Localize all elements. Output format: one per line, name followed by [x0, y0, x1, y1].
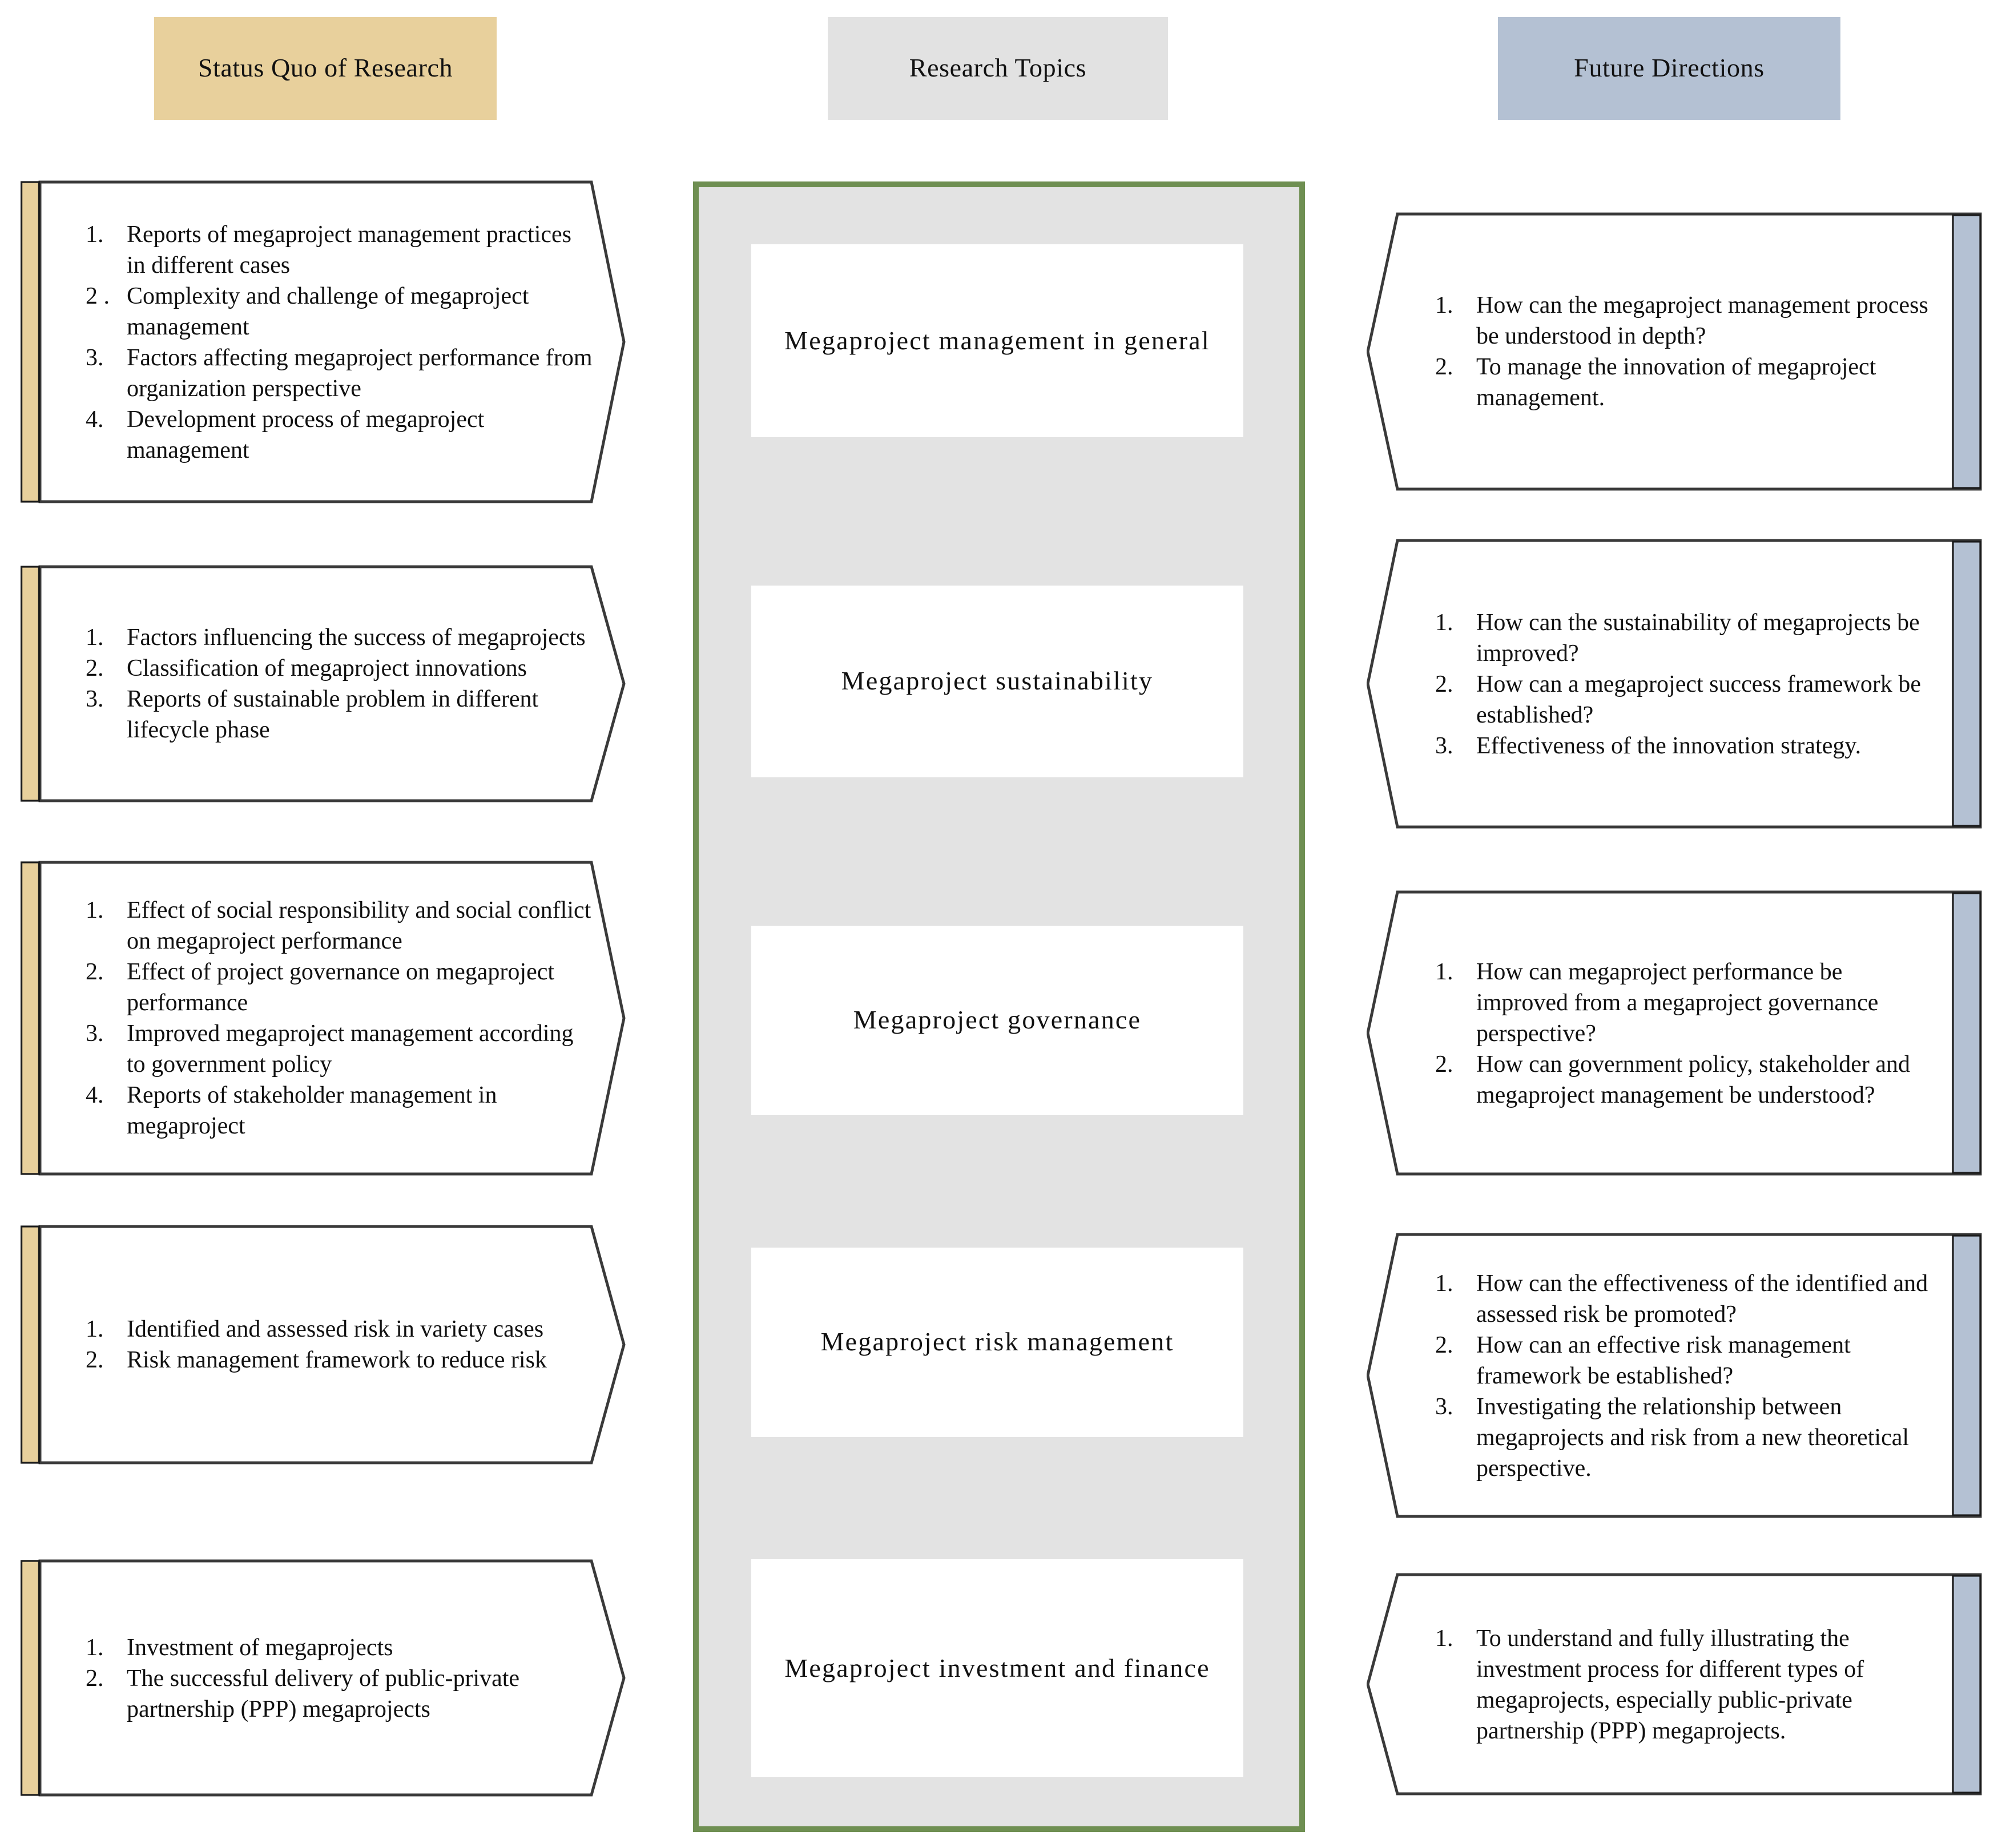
list-item-number: 3.	[86, 1019, 104, 1047]
list-item: 1.To understand and fully illustrating t…	[1435, 1624, 1864, 1744]
list-item: 3.Improved megaproject management accord…	[86, 1019, 574, 1078]
future-directions-arrow-box-3: 1.How can megaproject performance be imp…	[1367, 890, 1982, 1176]
list-item: 2.How can a megaproject success framewor…	[1435, 669, 1921, 728]
right-arrow-shape	[21, 861, 626, 1176]
list-item: 2.Risk management framework to reduce ri…	[86, 1345, 594, 1375]
right-arrow-shape	[21, 1559, 626, 1797]
list-item-number: 1.	[86, 1633, 104, 1660]
list-item-number: 3.	[1435, 1392, 1453, 1419]
list-item: 3.Effectiveness of the innovation strate…	[1435, 730, 1936, 761]
left-arrow-shape	[1367, 1233, 1982, 1518]
list-item-number: 2.	[86, 654, 104, 681]
future-directions-list-2: 1.How can the sustainability of megaproj…	[1367, 539, 1982, 829]
status-quo-list-2: 1.Factors influencing the success of meg…	[21, 565, 626, 802]
list-item: 4.Development process of megaproject man…	[86, 405, 485, 463]
future-directions-arrow-box-5: 1.To understand and fully illustrating t…	[1367, 1573, 1982, 1795]
list-item: 2.Classification of megaproject innovati…	[86, 653, 594, 684]
list-item-number: 1.	[1435, 957, 1453, 984]
list-item-number: 4.	[86, 405, 104, 432]
right-arrow-shape	[21, 180, 626, 503]
list-item: 3.Factors affecting megaproject performa…	[86, 343, 593, 401]
list-item: 1.How can the sustainability of megaproj…	[1435, 608, 1920, 666]
list-item: 2.How can government policy, stakeholder…	[1435, 1050, 1911, 1108]
status-quo-list-3: 1.Effect of social responsibility and so…	[21, 861, 626, 1176]
list-item-number: 1.	[86, 896, 104, 923]
list-item-number: 1.	[86, 623, 104, 651]
header-research-topics: Research Topics	[828, 17, 1168, 120]
status-quo-arrow-box-4: 1.Identified and assessed risk in variet…	[21, 1225, 626, 1464]
future-directions-arrow-box-1: 1.How can the megaproject management pro…	[1367, 212, 1982, 491]
future-directions-list-1: 1.How can the megaproject management pro…	[1367, 212, 1982, 491]
list-item-number: 1.	[86, 1315, 104, 1342]
future-directions-arrow-box-2: 1.How can the sustainability of megaproj…	[1367, 539, 1982, 829]
status-quo-list-4: 1.Identified and assessed risk in variet…	[21, 1225, 626, 1464]
left-arrow-shape	[1367, 890, 1982, 1176]
topic-box-4: Megaproject risk management	[751, 1248, 1243, 1437]
future-directions-list-5: 1.To understand and fully illustrating t…	[1367, 1573, 1982, 1795]
future-directions-arrow-box-4: 1.How can the effectiveness of the ident…	[1367, 1233, 1982, 1518]
right-arrow-shape	[21, 1225, 626, 1464]
right-arrow-shape	[21, 565, 626, 802]
left-arrow-shape	[1367, 212, 1982, 491]
status-quo-arrow-box-2: 1.Factors influencing the success of meg…	[21, 565, 626, 802]
list-item: 1.Investment of megaprojects	[86, 1632, 594, 1663]
status-quo-arrow-box-1: 1.Reports of megaproject management prac…	[21, 180, 626, 503]
topic-box-3: Megaproject governance	[751, 926, 1243, 1115]
list-item: 4.Reports of stakeholder management in m…	[86, 1081, 497, 1139]
list-item-number: 3.	[1435, 731, 1453, 758]
list-item-number: 3.	[86, 343, 104, 370]
list-item-number: 2.	[1435, 1330, 1453, 1358]
list-item: 1.How can the effectiveness of the ident…	[1435, 1269, 1928, 1327]
list-item-number: 1.	[1435, 1269, 1453, 1296]
list-item-number: 2.	[86, 1664, 104, 1691]
list-item-number: 1.	[86, 220, 104, 247]
list-item: 1.Factors influencing the success of meg…	[86, 622, 594, 653]
list-item-number: 2.	[1435, 1050, 1453, 1077]
list-item: 3.Reports of sustainable problem in diff…	[86, 685, 539, 743]
header-status-quo: Status Quo of Research	[154, 17, 497, 120]
list-item: 2.The successful delivery of public-priv…	[86, 1664, 520, 1722]
header-future-directions: Future Directions	[1498, 17, 1840, 120]
topic-box-2: Megaproject sustainability	[751, 586, 1243, 777]
list-item: 1.Identified and assessed risk in variet…	[86, 1314, 594, 1345]
list-item-number: 1.	[1435, 608, 1453, 635]
list-item: 1.How can the megaproject management pro…	[1435, 291, 1928, 349]
status-quo-list-1: 1.Reports of megaproject management prac…	[21, 180, 626, 503]
list-item-number: 2.	[86, 958, 104, 985]
list-item: 2 .Complexity and challenge of megaproje…	[86, 281, 529, 340]
list-item: 2.How can an effective risk management f…	[1435, 1330, 1851, 1389]
list-item: 1.Effect of social responsibility and so…	[86, 896, 591, 954]
list-item-number: 3.	[86, 685, 104, 712]
left-arrow-shape	[1367, 539, 1982, 829]
topic-box-1: Megaproject management in general	[751, 244, 1243, 437]
list-item-number: 4.	[86, 1081, 104, 1108]
left-arrow-shape	[1367, 1573, 1982, 1795]
list-item-number: 2.	[1435, 669, 1453, 697]
list-item-number: 2.	[86, 1346, 104, 1373]
list-item-number: 2 .	[86, 281, 110, 309]
list-item: 1.Reports of megaproject management prac…	[86, 220, 572, 278]
list-item: 2.To manage the innovation of megaprojec…	[1435, 353, 1876, 411]
list-item: 1.How can megaproject performance be imp…	[1435, 957, 1879, 1046]
list-item-number: 1.	[1435, 1624, 1453, 1651]
future-directions-list-4: 1.How can the effectiveness of the ident…	[1367, 1233, 1982, 1518]
list-item-number: 2.	[1435, 353, 1453, 380]
future-directions-list-3: 1.How can megaproject performance be imp…	[1367, 890, 1982, 1176]
topic-box-5: Megaproject investment and finance	[751, 1559, 1243, 1777]
list-item: 3.Investigating the relationship between…	[1435, 1392, 1910, 1481]
list-item-number: 1.	[1435, 291, 1453, 318]
list-item: 2.Effect of project governance on megapr…	[86, 958, 555, 1016]
status-quo-arrow-box-3: 1.Effect of social responsibility and so…	[21, 861, 626, 1176]
